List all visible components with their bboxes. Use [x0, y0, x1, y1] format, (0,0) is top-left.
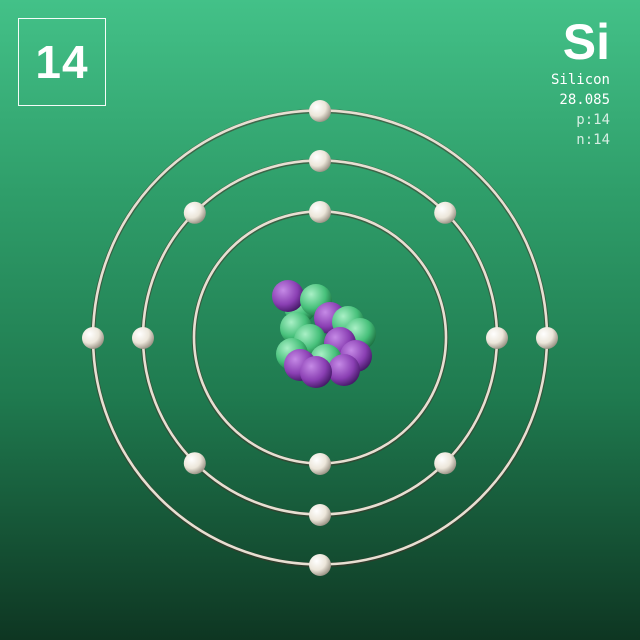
- electron-shell-3-1: [309, 100, 331, 122]
- nucleus: [272, 280, 376, 388]
- electron-shell-3-2: [536, 327, 558, 349]
- electron-shell-1-1: [309, 201, 331, 223]
- electron-shell-3-3: [309, 554, 331, 576]
- electron-shell-2-1: [309, 150, 331, 172]
- element-name: Silicon: [550, 72, 610, 88]
- electron-shell-2-3: [486, 327, 508, 349]
- atomic-mass: 28.085: [559, 92, 610, 108]
- atomic-number-box: 14: [18, 18, 106, 106]
- proton-count: p:14: [576, 112, 610, 128]
- proton-15: [300, 356, 332, 388]
- electron-shell-2-5: [309, 504, 331, 526]
- electron-shell-1-2: [309, 453, 331, 475]
- proton-14: [328, 354, 360, 386]
- electron-shell-2-2: [434, 201, 457, 224]
- element-info: Si Silicon 28.085 p:14 n:14: [551, 14, 610, 150]
- electron-shell-2-8: [183, 201, 206, 224]
- proton-2: [272, 280, 304, 312]
- neutron-count: n:14: [576, 132, 610, 148]
- atomic-number: 14: [35, 36, 89, 88]
- electrons: [82, 100, 558, 576]
- electron-shell-3-4: [82, 327, 104, 349]
- electron-shell-2-4: [434, 452, 457, 475]
- electron-shell-2-6: [183, 452, 206, 475]
- electron-shell-2-7: [132, 327, 154, 349]
- element-symbol: Si: [562, 14, 610, 70]
